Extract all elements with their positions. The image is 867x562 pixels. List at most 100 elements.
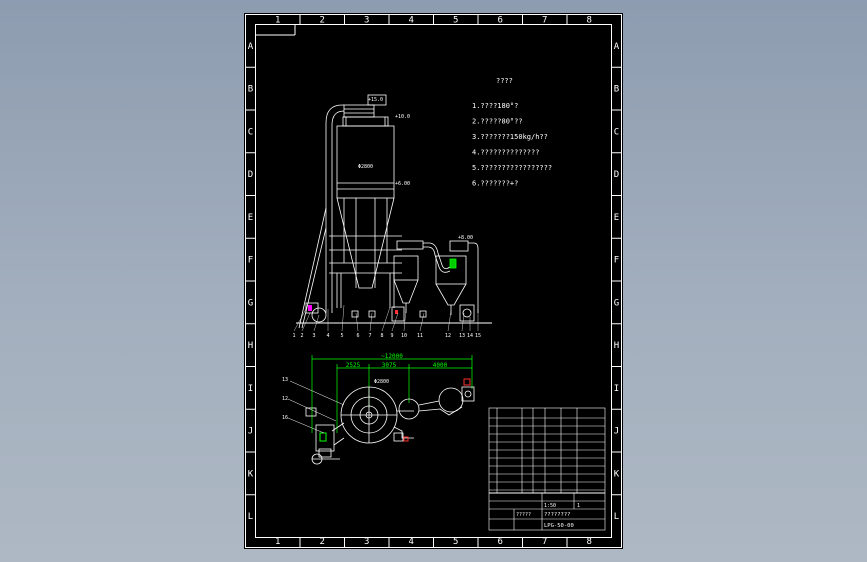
notes-title: ???? [496, 77, 513, 85]
part-number: 5 [340, 333, 343, 339]
plan-view[interactable]: ~12000 2525 3075 4000 [282, 353, 475, 465]
tb-unit: ????? [516, 512, 531, 518]
callout-13: 13 [282, 377, 288, 383]
note-item: 3.???????150kg/h?? [472, 133, 548, 141]
part-number: 11 [417, 333, 423, 339]
zone-row-label: J [614, 427, 619, 437]
elevation-mid-1: +10.0 [395, 114, 410, 120]
part-number: 12 [445, 333, 451, 339]
zone-col-label: 6 [498, 16, 503, 26]
dim-2: 3075 [382, 362, 397, 369]
zone-row-label: C [614, 127, 619, 137]
part-number: 3 [312, 333, 315, 339]
drying-tower [329, 116, 402, 308]
part-number: 8 [380, 333, 383, 339]
zone-col-label: 3 [364, 16, 369, 26]
elevation-right: +8.00 [458, 235, 473, 241]
part-number: 6 [356, 333, 359, 339]
dim-3: 4000 [433, 362, 448, 369]
note-item: 1.????180°? [472, 102, 518, 110]
red-mark [395, 310, 398, 314]
cyclone-1 [393, 240, 424, 313]
note-item: 4.?????????????? [472, 149, 539, 157]
plan-color-marks [319, 378, 471, 442]
zone-col-label: 1 [275, 537, 280, 547]
part-number: 10 [401, 333, 407, 339]
plan-callout-leaders [287, 380, 345, 434]
magenta-mark [308, 305, 312, 311]
parts-list-columns [496, 408, 578, 493]
tb-sheet: 1 [577, 503, 580, 509]
zone-col-label: 5 [453, 537, 458, 547]
part-number: 4 [326, 333, 329, 339]
tb-scale: 1:50 [544, 503, 556, 509]
plan-dimension-text: ~12000 2525 3075 4000 [346, 353, 448, 369]
zone-col-label: 3 [364, 537, 369, 547]
zone-row-label: H [248, 341, 253, 351]
zone-row-label: I [614, 384, 619, 394]
zone-row-label: K [614, 469, 620, 479]
zone-row-label: B [248, 85, 253, 95]
callout-16: 16 [282, 415, 288, 421]
zone-col-label: 7 [542, 537, 547, 547]
part-number: 13 [459, 333, 465, 339]
tb-drawing-title: ???????? [544, 512, 571, 518]
dim-1: 2525 [346, 362, 361, 369]
zone-col-label: 8 [587, 537, 592, 547]
note-item: 2.?????80°?? [472, 118, 523, 126]
zone-row-label: C [248, 127, 253, 137]
zone-col-label: 2 [320, 537, 325, 547]
part-number: 15 [475, 333, 481, 339]
elevation-annotations: +15.0 +10.0 +6.00 Φ2800 +8.00 [358, 97, 473, 241]
zone-row-label: D [248, 170, 253, 180]
part-number: 14 [467, 333, 473, 339]
parts-list-rows [489, 425, 605, 491]
zone-row-label: F [248, 256, 253, 266]
cyclone-2 [435, 240, 479, 315]
zone-col-label: 1 [275, 16, 280, 26]
plan-callouts: 13 12 16 Φ2800 [282, 377, 389, 421]
zone-col-label: 4 [409, 537, 414, 547]
zone-col-label: 7 [542, 16, 547, 26]
zone-col-label: 4 [409, 16, 414, 26]
zone-col-label: 6 [498, 537, 503, 547]
zone-row-label: G [614, 298, 619, 308]
callout-12: 12 [282, 396, 288, 402]
zone-row-label: D [614, 170, 619, 180]
zone-row-label: A [248, 42, 254, 52]
hot-air-duct [325, 104, 345, 313]
title-block-text: 1:50 1 ????? ???????? LPG-50-00 [516, 503, 580, 529]
zone-row-label: G [248, 298, 253, 308]
zone-col-label: 8 [587, 16, 592, 26]
sheet-background [244, 13, 623, 549]
zone-row-label: L [614, 512, 619, 522]
zone-col-label: 2 [320, 16, 325, 26]
title-block[interactable] [488, 407, 606, 531]
elevation-top: +15.0 [368, 97, 383, 103]
part-number: 1 [292, 333, 295, 339]
technical-notes: ???? 1.????180°? 2.?????80°?? 3.???????150… [472, 77, 552, 188]
part-leader-lines [293, 304, 479, 332]
ground-equipment [305, 302, 475, 323]
zone-row-label: L [248, 512, 253, 522]
connecting-duct [423, 242, 451, 273]
tower-diameter: Φ2800 [358, 164, 373, 170]
zone-ticks [245, 14, 622, 548]
part-number: 7 [368, 333, 371, 339]
tb-drawing-number: LPG-50-00 [544, 523, 574, 529]
green-component [449, 258, 457, 269]
zone-col-label: 5 [453, 16, 458, 26]
dim-overall: ~12000 [381, 353, 403, 360]
note-item: 6.???????+? [472, 180, 518, 188]
plan-equipment [305, 386, 475, 465]
zone-row-label: I [248, 384, 253, 394]
elevation-view[interactable] [293, 94, 492, 332]
elevation-mid-2: +6.00 [395, 181, 410, 187]
zone-row-label: B [614, 85, 619, 95]
zone-row-label: E [614, 213, 619, 223]
zone-row-label: A [614, 42, 620, 52]
